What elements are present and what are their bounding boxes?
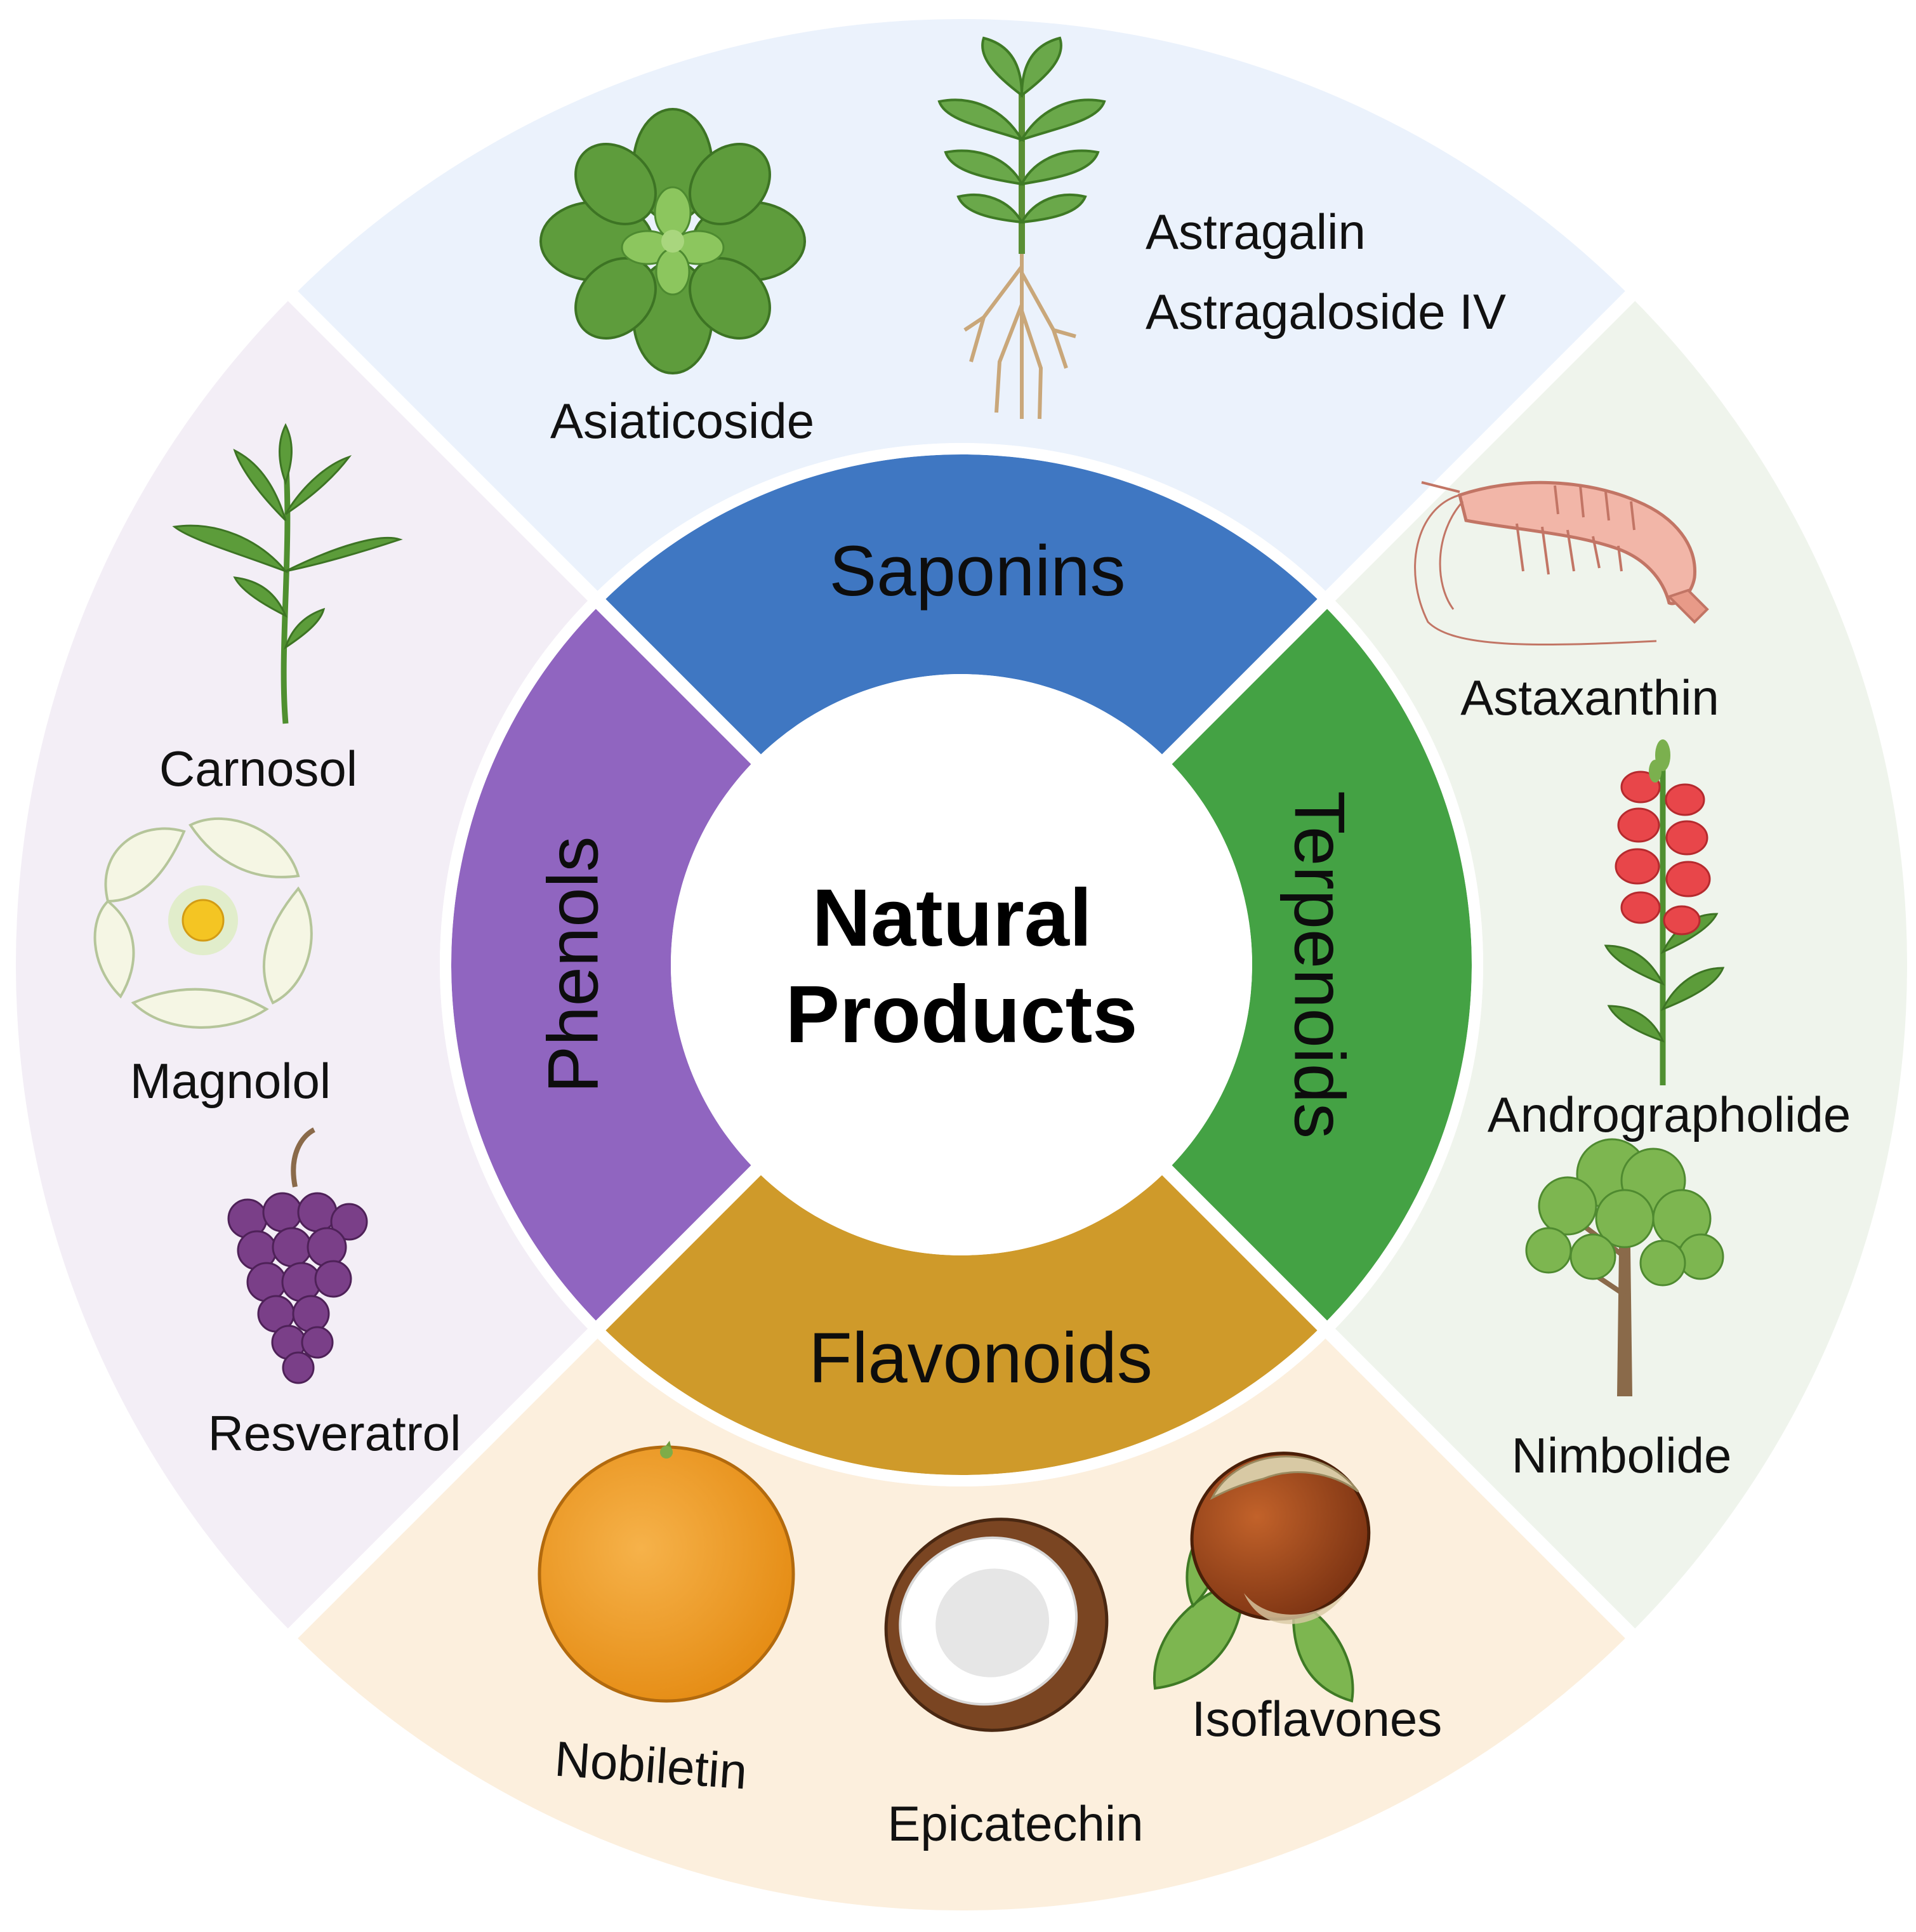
- ring-segment-terpenoids: [1166, 604, 1472, 1326]
- category-label-phenols: Phenols: [534, 837, 613, 1094]
- item-label-isoflavones: Isoflavones: [1192, 1691, 1443, 1747]
- category-label-saponins: Saponins: [829, 531, 1125, 611]
- outer-segment-terpenoids: [1330, 296, 1908, 1634]
- separator-line-0: [286, 289, 763, 767]
- category-ring: [451, 454, 1472, 1475]
- separator-line-1: [1160, 289, 1637, 767]
- neem-tree-icon: [1525, 1138, 1724, 1396]
- ring-segment-phenols: [451, 604, 756, 1326]
- center-title-line1: Natural: [812, 873, 1092, 963]
- quadrant-separators: [286, 289, 1637, 1641]
- center-title-line2: Products: [786, 969, 1138, 1060]
- item-label-astragaloside-iv: Astragaloside IV: [1146, 284, 1506, 340]
- ring-gap: [440, 443, 1483, 1486]
- item-label-epicatechin: Epicatechin: [887, 1796, 1143, 1851]
- item-label-nobiletin: Nobiletin: [553, 1731, 749, 1800]
- shrimp-icon: [1414, 480, 1709, 646]
- rosemary-plant-icon: [172, 423, 403, 724]
- item-label-magnolol: Magnolol: [130, 1053, 331, 1109]
- snapdragon-flower-icon: [1604, 739, 1725, 1085]
- category-label-flavonoids: Flavonoids: [809, 1318, 1153, 1398]
- orange-icon: [538, 1441, 795, 1703]
- hazelnut-icon: [1153, 1452, 1371, 1703]
- astragalus-plant-icon: [937, 36, 1106, 420]
- center-circle: [671, 674, 1252, 1255]
- item-label-nimbolide: Nimbolide: [1512, 1427, 1732, 1483]
- centella-plant-icon: [539, 108, 806, 374]
- item-label-carnosol: Carnosol: [159, 741, 357, 797]
- item-label-astragalin: Astragalin: [1146, 204, 1366, 260]
- item-label-resveratrol: Resveratrol: [208, 1405, 461, 1461]
- ring-segment-flavonoids: [600, 1170, 1323, 1475]
- coconut-icon: [884, 1518, 1109, 1732]
- separator-line-3: [286, 1163, 763, 1641]
- category-label-terpenoids: Terpenoids: [1279, 791, 1359, 1139]
- magnolia-flower-icon: [93, 817, 313, 1029]
- grapes-icon: [227, 1127, 368, 1384]
- ring-segment-saponins: [600, 454, 1323, 760]
- item-label-asiaticoside: Asiaticoside: [550, 393, 814, 449]
- item-label-astaxanthin: Astaxanthin: [1460, 670, 1719, 725]
- separator-line-2: [1160, 1163, 1637, 1641]
- item-label-andrographolide: Andrographolide: [1488, 1087, 1851, 1142]
